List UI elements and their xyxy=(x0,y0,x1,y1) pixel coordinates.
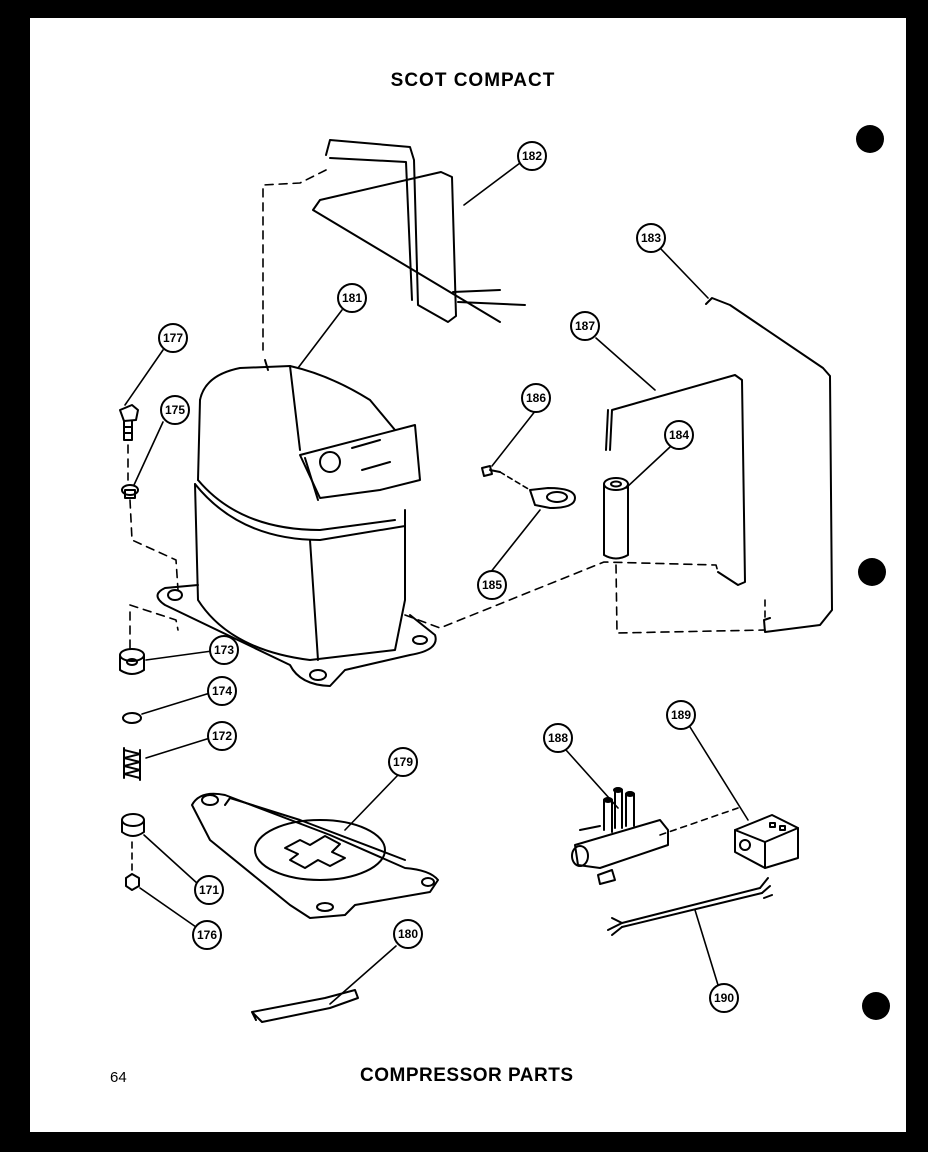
callout-189: 189 xyxy=(671,708,691,722)
clamp-185 xyxy=(529,487,576,509)
callout-186: 186 xyxy=(526,391,546,405)
callout-184: 184 xyxy=(669,428,689,442)
callout-187: 187 xyxy=(575,319,595,333)
callout-185: 185 xyxy=(482,578,502,592)
nut-176 xyxy=(125,873,140,891)
callout-180: 180 xyxy=(398,927,418,941)
bolt-177 xyxy=(119,404,139,441)
callout-177: 177 xyxy=(163,331,183,345)
grommet-171 xyxy=(121,813,145,837)
wire-183 xyxy=(705,297,833,633)
screw-186 xyxy=(481,465,501,477)
callout-179: 179 xyxy=(393,755,413,769)
mounting-wire-182 xyxy=(312,139,526,323)
diagram-caption: COMPRESSOR PARTS xyxy=(360,1065,574,1086)
callout-176: 176 xyxy=(197,928,217,942)
wire-bracket-187 xyxy=(605,374,746,586)
callout-173: 173 xyxy=(214,643,234,657)
overload-189 xyxy=(734,814,799,869)
grommet-173 xyxy=(119,648,145,675)
binder-hole-bottom xyxy=(862,992,890,1020)
callout-188: 188 xyxy=(548,731,568,745)
callout-175: 175 xyxy=(165,403,185,417)
compressor-181 xyxy=(156,359,437,687)
callout-181: 181 xyxy=(342,291,362,305)
page-title: SCOT COMPACT xyxy=(390,70,556,91)
callout-174: 174 xyxy=(212,684,232,698)
relay-188 xyxy=(571,787,669,885)
tube-184 xyxy=(603,477,629,560)
spring-172 xyxy=(123,747,141,781)
callout-182: 182 xyxy=(522,149,542,163)
callout-190: 190 xyxy=(714,991,734,1005)
washer-174 xyxy=(122,712,142,724)
binder-hole-middle xyxy=(858,558,886,586)
page-number: 64 xyxy=(110,1069,127,1086)
base-tray-179 xyxy=(191,792,439,919)
binder-hole-top xyxy=(856,125,884,153)
callout-183: 183 xyxy=(641,231,661,245)
callout-172: 172 xyxy=(212,729,232,743)
washer-175 xyxy=(121,484,139,499)
wire-harness-190 xyxy=(607,877,773,936)
strip-180 xyxy=(251,989,359,1023)
callout-171: 171 xyxy=(199,883,219,897)
